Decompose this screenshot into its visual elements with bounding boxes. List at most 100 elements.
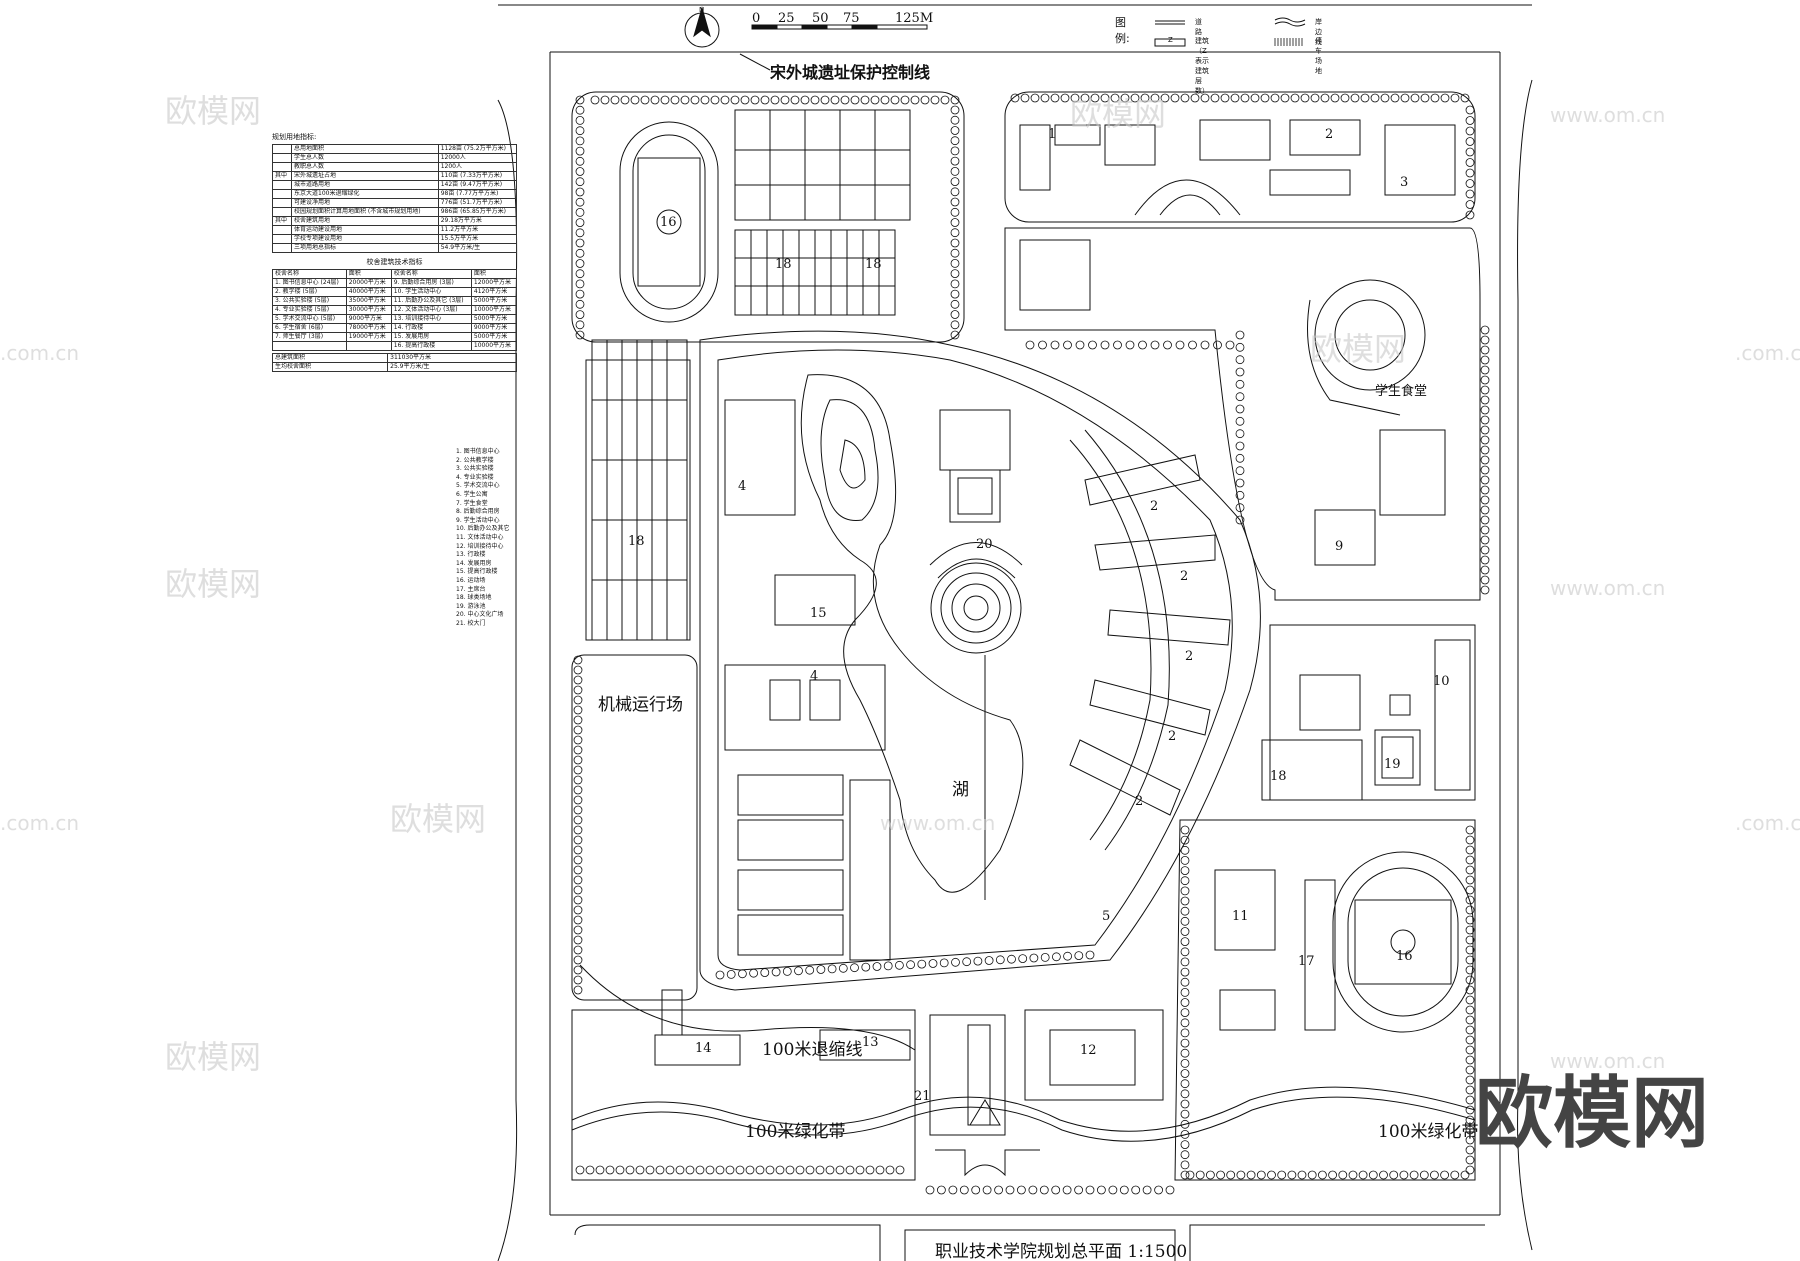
tree-icon [850, 963, 859, 973]
courts-18-east [1261, 739, 1363, 801]
tree-icon [820, 95, 830, 105]
tree-icon [950, 330, 960, 340]
tree-icon [735, 1165, 745, 1175]
tree-icon [1165, 1185, 1175, 1195]
tree-icon [950, 248, 960, 258]
watermark-domain: .com.cn [1735, 341, 1800, 365]
tree-icon [573, 975, 583, 985]
tree-icon [1190, 93, 1200, 103]
tree-icon [1188, 340, 1197, 350]
scale-tick: 125M [895, 11, 933, 26]
indicator-cell [272, 207, 292, 217]
legend-list-item: 16. 运动场 [456, 576, 486, 584]
tree-icon [720, 95, 730, 105]
legend-list-item: 7. 学生食堂 [456, 499, 488, 507]
tree-icon [1465, 955, 1475, 965]
tree-icon [939, 958, 949, 968]
tree-icon [745, 1165, 755, 1175]
tree-icon [1180, 906, 1190, 916]
tree-icon [930, 95, 940, 105]
tree-icon [1465, 945, 1475, 955]
indicator-cell: 1128亩 (75.2万平方米) [437, 144, 518, 154]
tree-icon [738, 969, 747, 979]
tree-icon [1180, 998, 1190, 1007]
legend-title: 图例: [1115, 16, 1130, 45]
building-cell: 7. 师生餐厅 (3层) [272, 332, 347, 342]
zone-label-cafeteria: 学生食堂 [1375, 383, 1427, 399]
legend-parking: 停车场地 [1315, 37, 1322, 75]
tree-rows [573, 93, 1490, 1195]
legend-road: 道路 [1195, 18, 1202, 36]
tree-icon [755, 1165, 765, 1175]
tree-icon [1465, 1115, 1475, 1125]
cafeteria-7 [1314, 279, 1426, 391]
building-number: 16 [1396, 949, 1413, 964]
tree-icon [1040, 93, 1050, 103]
tree-icon [575, 310, 585, 320]
building-number: 16 [660, 215, 677, 230]
tree-icon [1465, 1055, 1475, 1065]
tree-icon [575, 146, 585, 156]
building-total-table: 总建筑面积 311030平方米 生均校舍面积 25.9平方米/生 [271, 353, 517, 372]
tree-icon [1235, 367, 1245, 377]
building-12 [1049, 1029, 1136, 1086]
tree-icon [740, 95, 750, 105]
tree-icon [1070, 93, 1080, 103]
tree-icon [1062, 1185, 1072, 1195]
building-4-north [724, 399, 796, 516]
indicator-row: 校园规划面积计算用地面积 (不含城市规划用地)986亩 (65.85万平方米) [272, 207, 518, 217]
central-campus-inner [717, 349, 1233, 971]
tree-icon [950, 310, 960, 319]
svg-text:N: N [699, 6, 704, 14]
tree-icon [1465, 1085, 1475, 1095]
tree-icon [573, 655, 583, 665]
tree-icon [1180, 1130, 1190, 1139]
building-number: 3 [1400, 175, 1408, 190]
tree-icon [1465, 1145, 1475, 1155]
building-number: 11 [1232, 909, 1249, 924]
tree-icon [1206, 1170, 1215, 1180]
tree-icon [575, 207, 585, 217]
building-cell: 16. 提高行政楼 [390, 341, 472, 351]
tree-icon [573, 875, 583, 885]
tree-icon [1180, 977, 1190, 987]
tree-icon [830, 95, 840, 105]
tree-icon [573, 685, 583, 695]
tree-icon [805, 1165, 815, 1175]
tree-icon [950, 269, 960, 279]
tree-icon [573, 775, 583, 785]
green-belt-path [571, 1086, 1476, 1132]
tree-icon [1180, 896, 1190, 906]
tree-icon [1163, 340, 1172, 350]
tree-icon [895, 1165, 905, 1175]
tree-icon [575, 1165, 585, 1175]
tree-icon [705, 1165, 715, 1175]
building-cell: 2. 教学楼 (5层) [272, 287, 347, 297]
building-cell: 6. 学生宿舍 (6层) [272, 323, 347, 333]
tree-icon [1120, 93, 1130, 103]
tree-icon [575, 299, 585, 309]
tree-icon [917, 959, 927, 969]
tree-icon [1480, 395, 1490, 405]
tree-icon [950, 218, 960, 227]
legend-list-item: 8. 后勤综合用房 [456, 508, 500, 516]
tree-icon [1050, 93, 1060, 103]
tree-icon [937, 1185, 946, 1195]
indicator-cell [272, 180, 292, 190]
tree-icon [1277, 1170, 1287, 1180]
building-cell: 13. 培训接待中心 [390, 314, 472, 324]
tree-icon [1005, 1185, 1015, 1195]
tree-icon [1180, 1069, 1190, 1078]
tree-icon [635, 1165, 645, 1175]
tree-icon [1358, 1170, 1368, 1180]
indicator-cell: 三项用地总指标 [291, 243, 439, 253]
tree-icon [1465, 105, 1475, 115]
tree-icon [1465, 975, 1475, 985]
indicator-cell: 11.2万平方米 [437, 225, 518, 235]
tree-icon [1131, 1185, 1141, 1195]
tree-icon [695, 1165, 705, 1175]
tree-icon [670, 95, 680, 105]
